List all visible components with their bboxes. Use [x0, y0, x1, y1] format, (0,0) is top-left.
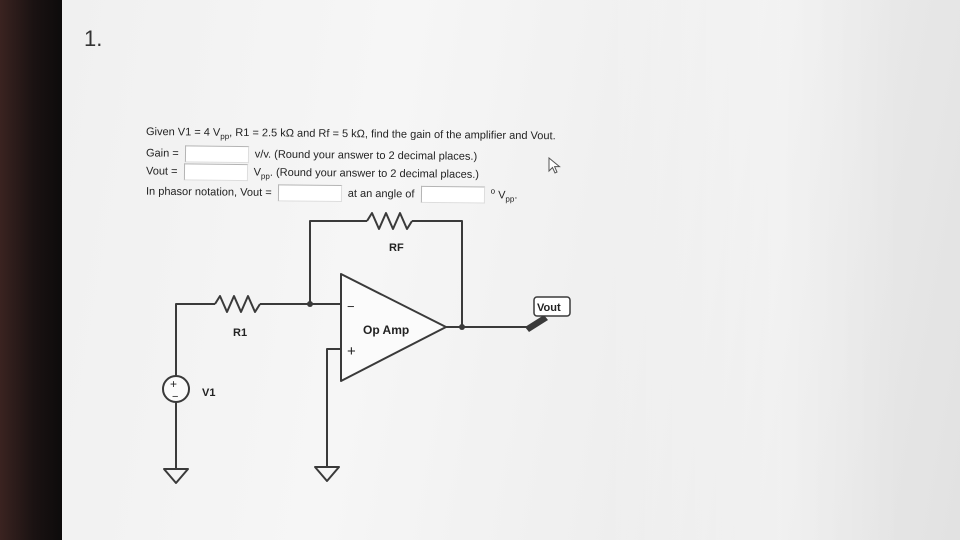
voltage-source-v1 — [162, 375, 190, 403]
noninverting-wire — [326, 348, 341, 467]
mouse-cursor-icon — [548, 157, 561, 174]
question-number: 1. — [84, 26, 103, 51]
feedback-wire-right — [412, 220, 463, 327]
screen — [62, 0, 960, 540]
ground-symbol-opamp — [314, 466, 340, 482]
source-plus-sign: + — [170, 377, 177, 391]
rf-resistor — [366, 212, 413, 230]
ground-symbol-source — [163, 468, 189, 484]
r1-resistor — [214, 295, 261, 313]
v1-label: V1 — [202, 387, 215, 399]
feedback-wire-left — [309, 220, 367, 304]
r1-label: R1 — [233, 327, 247, 339]
monitor-bezel — [0, 0, 62, 540]
noninverting-input-sign: + — [347, 343, 356, 360]
input-wire — [175, 303, 215, 378]
feedback-node-dot — [307, 301, 313, 307]
source-minus-sign: − — [172, 391, 178, 403]
inverting-input-sign: − — [347, 299, 355, 314]
output-node-dot — [459, 324, 465, 330]
vout-label-box — [533, 296, 571, 317]
opamp-label: Op Amp — [363, 323, 409, 337]
rf-label: RF — [389, 242, 404, 254]
vout-probe-pin — [525, 315, 548, 332]
vout-label: Vout — [537, 302, 561, 314]
op-amp-triangle — [340, 273, 447, 382]
